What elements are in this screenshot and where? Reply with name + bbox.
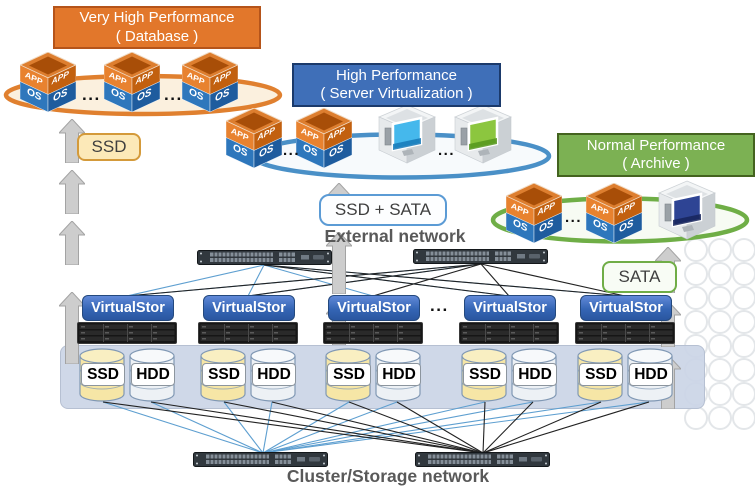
tier-title: Normal Performance [586,136,726,154]
cluster-network-switch-left [193,452,328,467]
virtual-machine-cube-navy [656,180,718,249]
external-network-switch-right [413,249,548,264]
storage-server-rack [198,322,298,344]
up-arrow [326,232,352,294]
ellipsis-dots: ... [430,296,449,315]
storage-node: VirtualStor SSD HDD [77,295,177,407]
storage-server-rack [459,322,559,344]
tier-subtitle: ( Archive ) [622,155,690,172]
ssd-media-label: SSD [77,133,141,161]
tier-subtitle: ( Server Virtualization ) [320,85,473,102]
ssd-sata-media-label: SSD + SATA [319,194,447,226]
external-network-label: External network [324,226,466,246]
storage-server-rack [323,322,423,344]
hdd-label: HDD [377,363,421,386]
ssd-label: SSD [579,363,623,386]
tier-title: High Performance [336,66,457,84]
cluster-storage-network-label: Cluster/Storage network [286,466,490,486]
hdd-label: HDD [513,363,557,386]
tier-title-database: Very High Performance ( Database ) [53,6,261,49]
virtual-machine-cube-green [452,104,514,173]
ellipsis-dots: ... [164,85,183,104]
ssd-label: SSD [202,363,246,386]
storage-server-rack [575,322,675,344]
ssd-label: SSD [463,363,507,386]
hdd-label: HDD [252,363,296,386]
virtualstor-label: VirtualStor [328,295,420,321]
virtual-machine-cube-blue [376,104,438,173]
virtualstor-label: VirtualStor [580,295,672,321]
external-network-switch-left [197,250,332,265]
up-arrow [59,170,85,214]
ellipsis-dots: ... [438,142,456,159]
black-network-lines [102,263,650,454]
sata-media-label: SATA [602,261,677,293]
virtualstor-label: VirtualStor [203,295,295,321]
hdd-label: HDD [131,363,175,386]
ssd-label: SSD [327,363,371,386]
storage-node: VirtualStor SSD HDD [323,295,423,407]
storage-node: VirtualStor SSD HDD [575,295,675,407]
storage-node: VirtualStor SSD HDD [198,295,298,407]
tier-title-virtualization: High Performance ( Server Virtualization… [292,63,501,107]
storage-server-rack [77,322,177,344]
virtualstor-label: VirtualStor [82,295,174,321]
ellipsis-dots: ... [565,209,583,226]
ellipsis-dots: ... [82,85,101,104]
cluster-network-switch-right [415,452,550,467]
tier-title-archive: Normal Performance ( Archive ) [557,133,755,177]
tier-subtitle: ( Database ) [115,27,199,45]
hdd-label: HDD [629,363,673,386]
ellipsis-dots: ... [283,142,301,159]
ssd-label: SSD [81,363,125,386]
up-arrow [59,221,85,265]
tier-title: Very High Performance [79,9,235,26]
storage-node: VirtualStor SSD HDD [459,295,559,407]
virtualstor-label: VirtualStor [464,295,556,321]
